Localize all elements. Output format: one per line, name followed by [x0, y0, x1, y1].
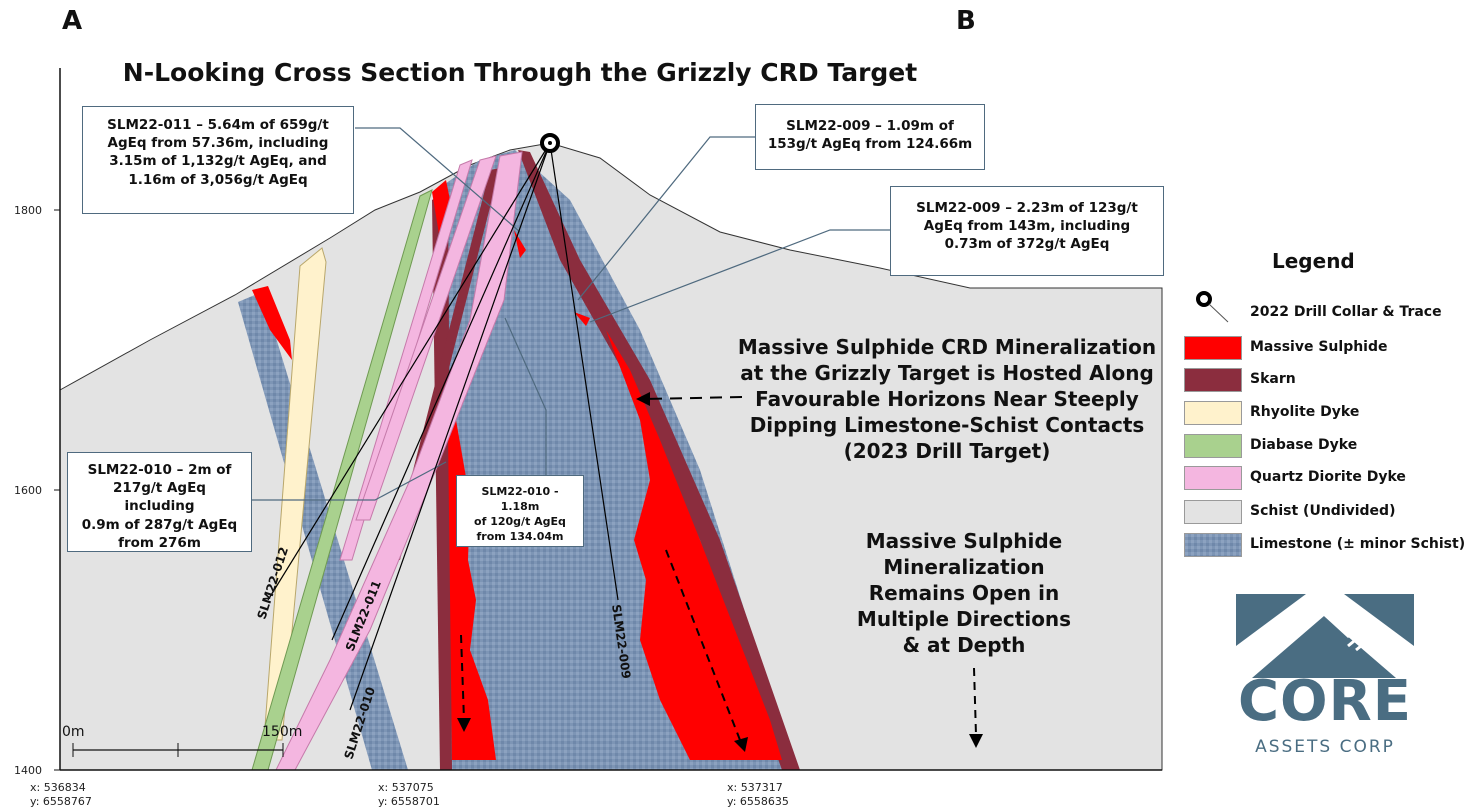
logo-wordmark: CORE [1237, 669, 1413, 734]
quartz-diorite-dyke-2 [355, 155, 497, 521]
logo-subtitle: ASSETS CORP [1255, 737, 1395, 757]
company-logo: CORE ASSETS CORP [1236, 594, 1414, 766]
massive-sulphide-small-east [574, 312, 590, 326]
annotation-slm22-009-b: SLM22-009 – 2.23m of 123g/t AgEq from 14… [890, 186, 1164, 276]
arrow-at-depth [973, 667, 977, 736]
massive-sulphide-top-pod [432, 180, 452, 240]
drill-trace-slm22-012 [267, 142, 551, 601]
annotation-slm22-009-a: SLM22-009 – 1.09m of 153g/t AgEq from 12… [755, 104, 985, 170]
massive-sulphide-east-body [606, 330, 782, 760]
drill-trace-slm22-010 [349, 142, 551, 711]
legend-swatch-quartz-diorite [1184, 466, 1242, 490]
legend-label-skarn: Skarn [1250, 371, 1296, 387]
leader-slm22-011 [355, 127, 521, 233]
skarn-west-margin [432, 190, 452, 770]
rhyolite-dyke [263, 247, 327, 741]
drill-trace-slm22-011 [331, 142, 551, 641]
y-tick-1400: 1400 [14, 764, 42, 777]
page-title: N-Looking Cross Section Through the Griz… [122, 58, 918, 87]
drill-trace-slm22-009 [549, 142, 619, 601]
drill-collar-icon [1196, 291, 1229, 323]
legend-label-diabase: Diabase Dyke [1250, 437, 1358, 453]
section-letter-a: A [62, 6, 83, 36]
arrow-downdip-west [460, 634, 465, 721]
legend-swatch-rhyolite [1184, 401, 1242, 425]
arrow-downdip-east [665, 549, 741, 741]
scale-bar [72, 743, 284, 757]
arrow-to-contact [645, 396, 743, 400]
legend-label-quartz-diorite: Quartz Diorite Dyke [1250, 469, 1406, 485]
section-letter-b: B [956, 6, 976, 36]
legend-label-drill-collar: 2022 Drill Collar & Trace [1250, 304, 1442, 320]
quartz-diorite-dyke-1 [339, 159, 473, 561]
legend-swatch-schist [1184, 500, 1242, 524]
annotation-slm22-011: SLM22-011 – 5.64m of 659g/t AgEq from 57… [82, 106, 354, 214]
legend-title: Legend [1272, 249, 1355, 273]
leader-slm22-010-b [504, 317, 547, 475]
legend-label-limestone: Limestone (± minor Schist) [1250, 536, 1466, 552]
legend-swatch-massive-sulphide [1184, 336, 1242, 360]
y-tick-1800: 1800 [14, 204, 42, 217]
mountain-logo-icon [1236, 594, 1414, 678]
legend-swatch-diabase [1184, 434, 1242, 458]
legend-label-massive-sulphide: Massive Sulphide [1250, 339, 1388, 355]
skarn-east-margin [518, 150, 800, 770]
y-tick-1600: 1600 [14, 484, 42, 497]
legend-label-schist: Schist (Undivided) [1250, 503, 1396, 519]
scale-bar-start-label: 0m [62, 724, 85, 740]
scale-bar-end-label: 150m [262, 724, 303, 740]
leader-slm22-009-a [577, 136, 755, 301]
legend-swatch-skarn [1184, 368, 1242, 392]
leader-slm22-009-b [589, 229, 890, 323]
leader-slm22-010-a [252, 461, 447, 501]
legend-swatch-limestone [1184, 533, 1242, 557]
legend-label-rhyolite: Rhyolite Dyke [1250, 404, 1360, 420]
callout-remains-open: Massive Sulphide Mineralization Remains … [856, 529, 1072, 657]
annotation-slm22-010-a: SLM22-010 – 2m of 217g/t AgEq including … [67, 452, 252, 552]
massive-sulphide-west-pod [252, 286, 292, 360]
annotation-slm22-010-b: SLM22-010 - 1.18m of 120g/t AgEq from 13… [456, 475, 584, 547]
callout-mineralization: Massive Sulphide CRD Mineralization at t… [737, 335, 1157, 463]
